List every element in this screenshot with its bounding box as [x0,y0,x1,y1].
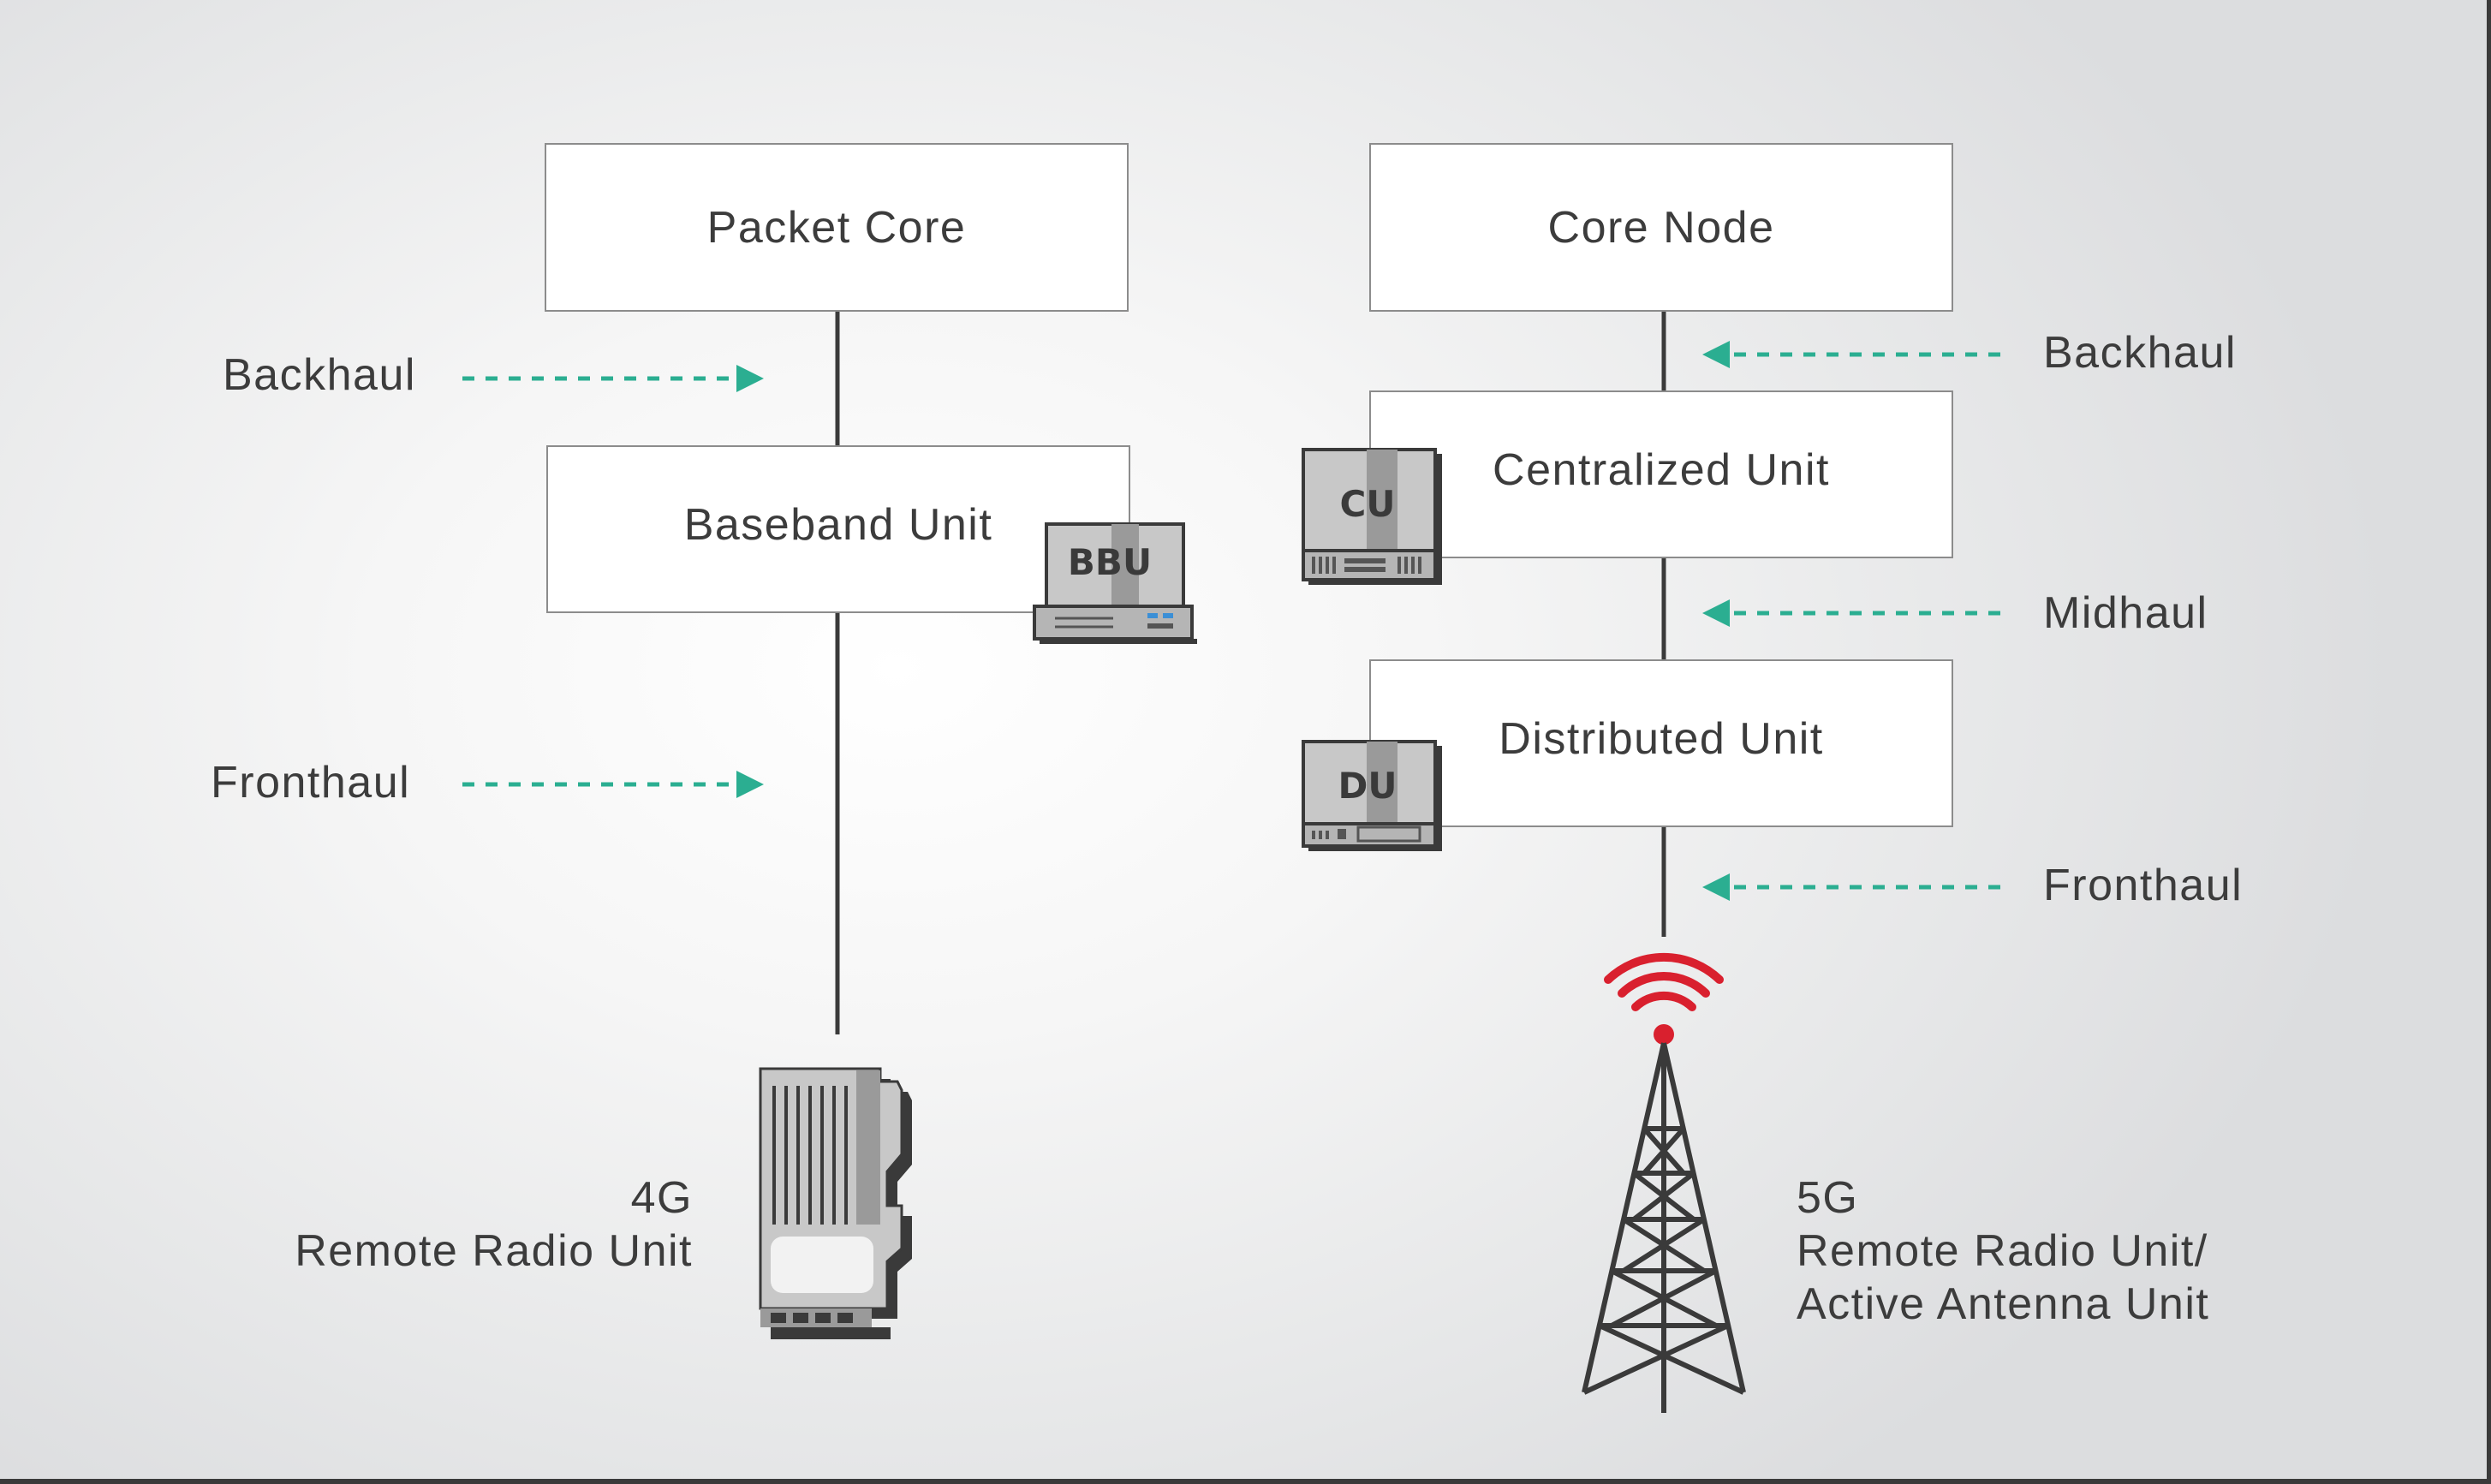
core-node-box: Core Node [1369,143,1953,312]
right-fronthaul-arrow [1702,873,2000,901]
du-server-icon: DU [1302,740,1442,851]
rru-5g-caption-line3: Active Antenna Unit [1797,1279,2210,1329]
left-backhaul-arrow [462,365,764,392]
baseband-unit-box: Baseband Unit [546,445,1130,613]
rru-4g-caption: 4G Remote Radio Unit [295,1171,693,1278]
packet-core-box: Packet Core [545,143,1129,312]
right-fronthaul-label: Fronthaul [2043,861,2244,910]
bbu-server-icon: BBU [1033,522,1197,644]
bbu-tag: BBU [1068,541,1152,583]
rru-4g-caption-line1: 4G [630,1173,693,1223]
left-backhaul-label: Backhaul [223,350,416,400]
distributed-unit-box: Distributed Unit [1369,659,1953,827]
cu-server-icon: CU [1302,448,1442,585]
du-tag: DU [1338,765,1397,807]
right-backhaul-label: Backhaul [2043,328,2237,378]
centralized-unit-label: Centralized Unit [1493,445,1830,495]
core-node-label: Core Node [1547,202,1775,253]
rru-5g-caption: 5G Remote Radio Unit/ Active Antenna Uni… [1797,1171,2209,1331]
distributed-unit-label: Distributed Unit [1499,714,1824,764]
cell-tower-icon [1582,952,1746,1413]
left-fronthaul-arrow [462,771,764,798]
rru-4g-caption-line2: Remote Radio Unit [295,1226,693,1276]
centralized-unit-box: Centralized Unit [1369,390,1953,558]
right-backhaul-arrow [1702,341,2000,368]
baseband-unit-label: Baseband Unit [683,500,993,550]
right-midhaul-label: Midhaul [2043,588,2208,638]
cu-tag: CU [1340,483,1396,525]
rru-5g-caption-line2: Remote Radio Unit/ [1797,1226,2208,1276]
right-midhaul-arrow [1702,599,2000,627]
packet-core-label: Packet Core [706,202,967,253]
rru-5g-caption-line1: 5G [1797,1173,1859,1223]
remote-radio-unit-icon [759,1067,912,1339]
left-fronthaul-label: Fronthaul [211,758,411,808]
signal-waves-icon [1604,952,1724,1011]
